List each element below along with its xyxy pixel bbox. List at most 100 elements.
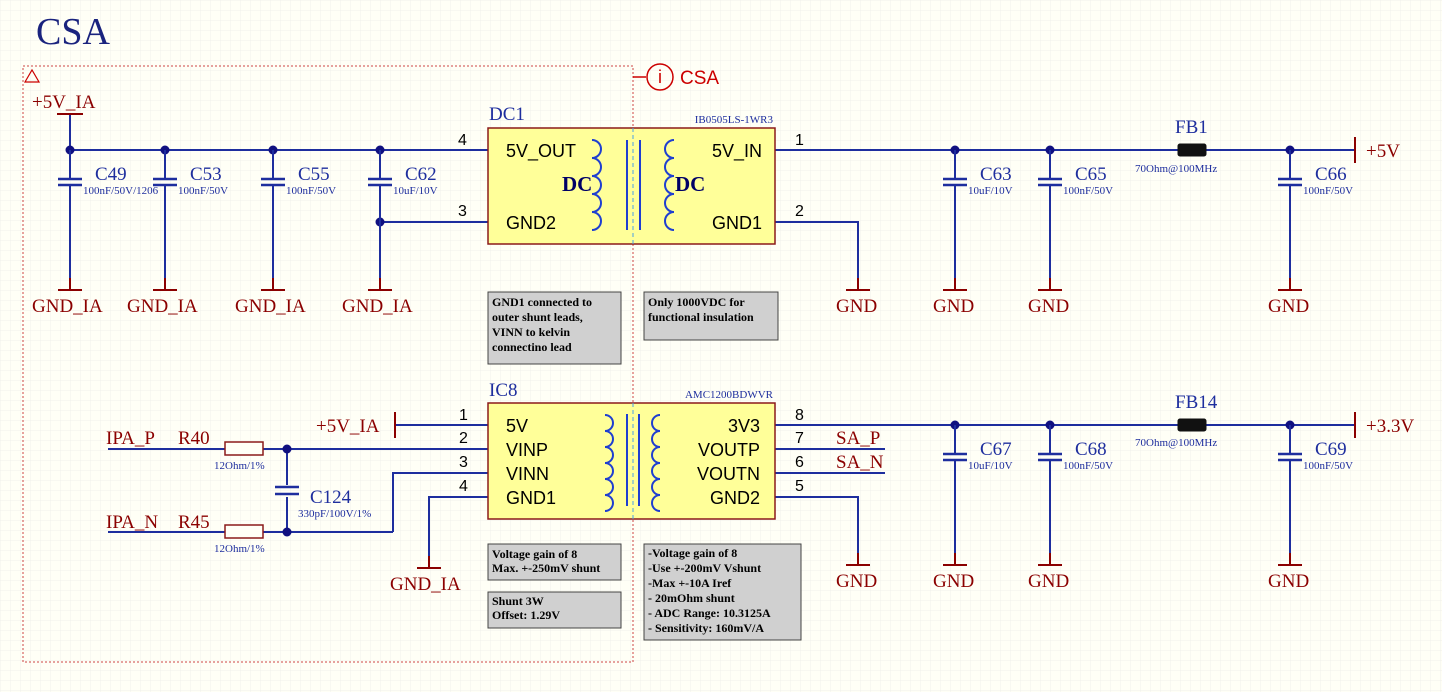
capacitor-value: 10uF/10V bbox=[968, 185, 1013, 197]
note-gnd1-connection: GND1 connected to outer shunt leads, VIN… bbox=[487, 291, 622, 365]
gnd-port[interactable]: GND bbox=[1268, 278, 1309, 317]
svg-text:R40: R40 bbox=[178, 428, 210, 449]
capacitor-value: 100nF/50V bbox=[1063, 460, 1113, 472]
net-label-ipa-p: IPA_P bbox=[106, 428, 155, 449]
svg-text:5V_OUT: 5V_OUT bbox=[506, 141, 576, 162]
svg-text:4: 4 bbox=[458, 132, 467, 149]
ic8-component[interactable]: IC8 AMC1200BDWVR 5V VINP VINN GND1 3V3 V… bbox=[459, 380, 804, 520]
junction-dot bbox=[282, 444, 292, 454]
svg-text:GND_IA: GND_IA bbox=[342, 296, 413, 317]
svg-text:+5V: +5V bbox=[1366, 141, 1400, 162]
svg-text:GND: GND bbox=[1268, 296, 1309, 317]
gnd-port[interactable]: GND bbox=[836, 278, 877, 317]
svg-text:C124: C124 bbox=[310, 487, 352, 508]
capacitor-designator: C49 bbox=[95, 164, 127, 185]
room-boundary bbox=[22, 65, 634, 663]
svg-text:7: 7 bbox=[795, 430, 804, 447]
ferrite-fb1[interactable]: FB1 70Ohm@100MHz bbox=[1135, 117, 1217, 175]
gnd-port[interactable]: GND bbox=[836, 553, 877, 592]
svg-text:FB1: FB1 bbox=[1175, 117, 1208, 138]
gnd-port[interactable]: GND bbox=[1028, 278, 1069, 317]
svg-text:2: 2 bbox=[795, 203, 804, 220]
gnd-port[interactable]: GND bbox=[1028, 553, 1069, 592]
capacitor-designator: C66 bbox=[1315, 164, 1347, 185]
power-port-5v-ia-top[interactable]: +5V_IA bbox=[32, 92, 96, 115]
resistor-r40[interactable]: R40 12Ohm/1% bbox=[178, 428, 265, 472]
svg-text:12Ohm/1%: 12Ohm/1% bbox=[214, 460, 265, 472]
ferrite-fb14[interactable]: FB14 70Ohm@100MHz bbox=[1135, 392, 1218, 449]
svg-text:Only 1000VDC for functio: Only 1000VDC for functional insulation bbox=[648, 295, 754, 324]
gnd-port[interactable]: GND bbox=[933, 278, 974, 317]
resistor-r45[interactable]: R45 12Ohm/1% bbox=[178, 512, 265, 555]
gnd-port[interactable]: GND bbox=[933, 553, 974, 592]
power-port-3v3[interactable]: +3.3V bbox=[1354, 412, 1414, 438]
capacitor-value: 100nF/50V bbox=[1303, 185, 1353, 197]
svg-text:VINN: VINN bbox=[506, 464, 549, 484]
svg-text:-Voltage gain of 8 -Use: -Voltage gain of 8 -Use +-200mV Vshunt -… bbox=[648, 546, 773, 635]
svg-text:3: 3 bbox=[459, 454, 468, 471]
gnd-ia-port[interactable]: GND_IA bbox=[235, 278, 306, 317]
note-adc-range: -Voltage gain of 8 -Use +-200mV Vshunt -… bbox=[643, 543, 802, 641]
capacitor-designator: C67 bbox=[980, 439, 1012, 460]
capacitor-designator: C68 bbox=[1075, 439, 1107, 460]
sheet-ref-label: CSA bbox=[680, 68, 719, 89]
svg-text:GND: GND bbox=[836, 571, 877, 592]
power-port-5v[interactable]: +5V bbox=[1354, 137, 1400, 163]
svg-text:GND2: GND2 bbox=[506, 213, 556, 233]
svg-text:GND: GND bbox=[1028, 571, 1069, 592]
svg-text:Voltage gain of 8 Max. +: Voltage gain of 8 Max. +-250mV shunt bbox=[492, 547, 600, 575]
svg-text:VINP: VINP bbox=[506, 440, 548, 460]
svg-text:i: i bbox=[658, 67, 662, 87]
capacitor-value: 100nF/50V bbox=[286, 185, 336, 197]
svg-text:GND: GND bbox=[1028, 296, 1069, 317]
svg-text:VOUTN: VOUTN bbox=[697, 464, 760, 484]
capacitor-designator: C62 bbox=[405, 164, 437, 185]
dc1-part: IB0505LS-1WR3 bbox=[695, 114, 774, 126]
svg-text:Shunt 3W Offset: 1.29V: Shunt 3W Offset: 1.29V bbox=[492, 594, 560, 622]
gnd-ia-port[interactable]: GND_IA bbox=[342, 278, 413, 317]
gnd-port[interactable]: GND bbox=[1268, 553, 1309, 592]
gnd-ia-port[interactable]: GND_IA bbox=[32, 278, 103, 317]
capacitor-value: 10uF/10V bbox=[968, 460, 1013, 472]
power-port-5v-ia-ic8[interactable]: +5V_IA bbox=[316, 412, 396, 438]
svg-text:5: 5 bbox=[795, 478, 804, 495]
svg-text:DC: DC bbox=[562, 172, 592, 196]
gnd-ia-port[interactable]: GND_IA bbox=[127, 278, 198, 317]
capacitor-designator: C69 bbox=[1315, 439, 1347, 460]
svg-text:5V: 5V bbox=[506, 416, 528, 436]
svg-text:4: 4 bbox=[459, 478, 468, 495]
svg-text:GND1: GND1 bbox=[712, 213, 762, 233]
capacitor-value: 100nF/50V/1206 bbox=[83, 185, 159, 197]
svg-text:DC: DC bbox=[675, 172, 705, 196]
capacitor-designator: C65 bbox=[1075, 164, 1107, 185]
gnd-ia-port[interactable]: GND_IA bbox=[390, 556, 461, 595]
svg-text:2: 2 bbox=[459, 430, 468, 447]
capacitor-value: 100nF/50V bbox=[1063, 185, 1113, 197]
capacitor-designator: C63 bbox=[980, 164, 1012, 185]
svg-text:1: 1 bbox=[459, 407, 468, 424]
svg-text:GND_IA: GND_IA bbox=[32, 296, 103, 317]
info-icon[interactable] bbox=[646, 63, 674, 91]
dc1-component[interactable]: DC1 IB0505LS-1WR3 DC DC 5V_OUT GND2 5V_I… bbox=[458, 104, 804, 245]
svg-text:GND: GND bbox=[933, 296, 974, 317]
svg-text:GND: GND bbox=[1268, 571, 1309, 592]
note-voltage-gain: Voltage gain of 8 Max. +-250mV shunt bbox=[487, 543, 622, 581]
svg-text:R45: R45 bbox=[178, 512, 210, 533]
svg-text:GND2: GND2 bbox=[710, 488, 760, 508]
svg-text:GND: GND bbox=[836, 296, 877, 317]
svg-text:1: 1 bbox=[795, 132, 804, 149]
svg-text:70Ohm@100MHz: 70Ohm@100MHz bbox=[1135, 437, 1217, 449]
